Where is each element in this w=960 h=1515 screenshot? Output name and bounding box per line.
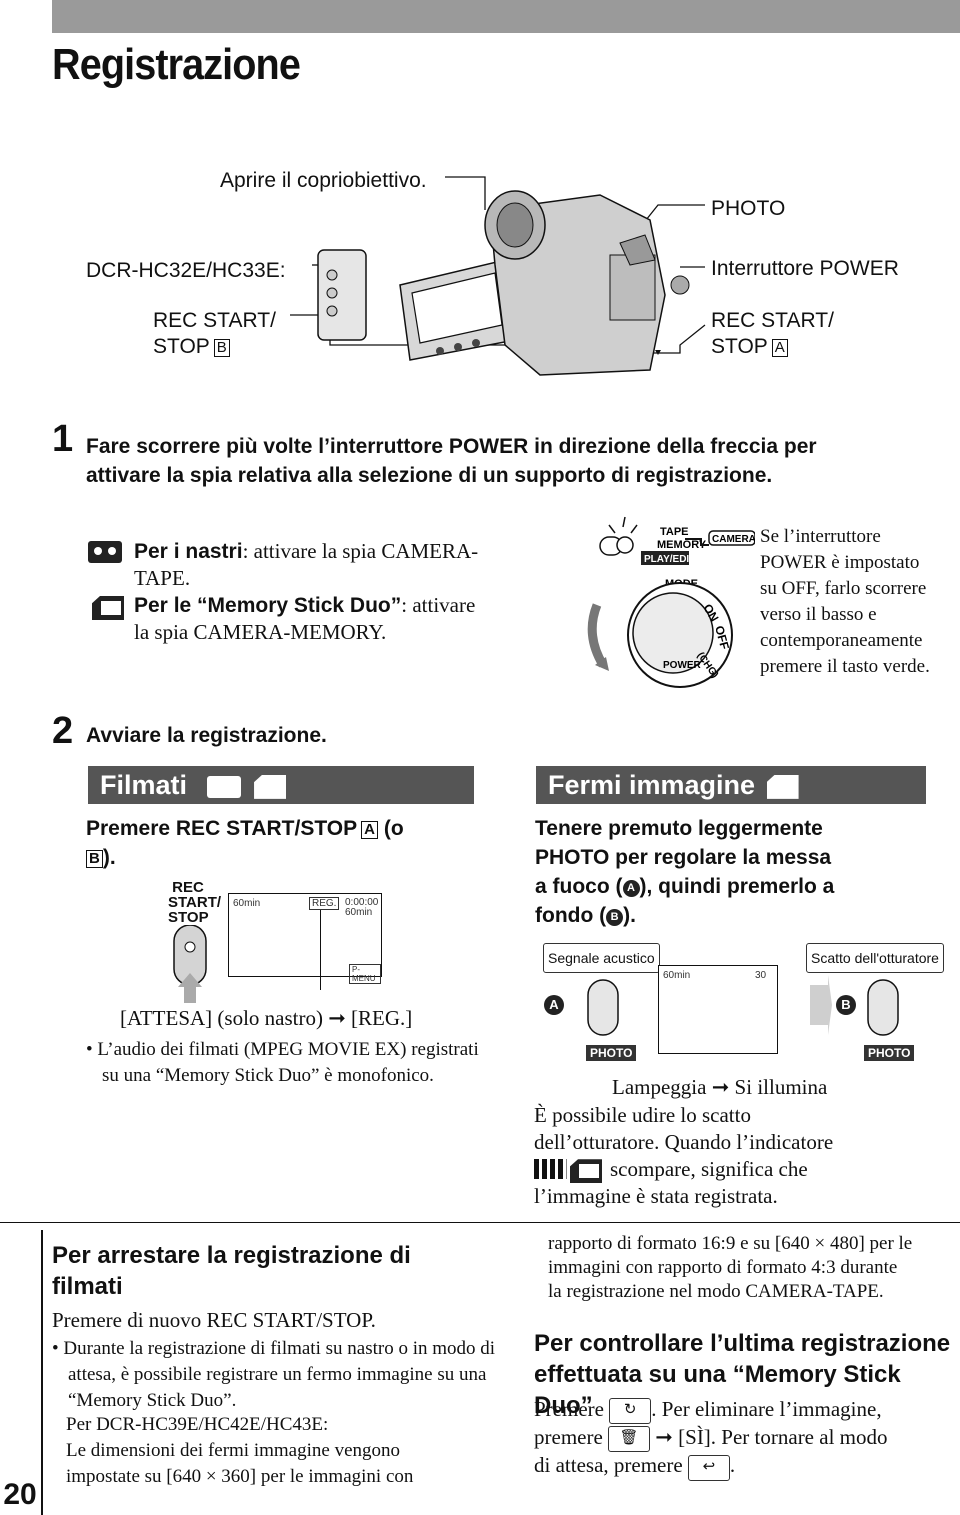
dial-off-label: OFF [712,624,732,651]
right-continuation: rapporto di formato 16:9 e su [640 × 480… [548,1233,913,1302]
power-off-note: Se l’interruttore POWER è impostato su O… [760,526,930,677]
shutter-label: Scatto dell'otturatore [806,943,944,973]
margin-rule [41,1230,43,1515]
photo-button-a: PHOTO [586,1045,637,1061]
review-text: Premere ↻. Per eliminare l’immagine, pre… [534,1396,960,1481]
memory-card-icon [92,596,124,620]
letter-b-marker: B [836,995,856,1015]
step-1-text: Fare scorrere più volte l’interruttore P… [86,435,817,487]
movies-card-icon [254,774,287,799]
delete-button-icon: 🗑 [608,1426,651,1453]
section-divider [0,1222,960,1223]
stills-description: È possibile udire lo scatto dell’otturat… [534,1103,834,1209]
tape-icon [88,541,122,563]
stills-indicator-card-icon [570,1159,602,1184]
beep-label: Segnale acustico [543,943,660,973]
stop-model-note: Per DCR-HC39E/HC42E/HC43E: Le dimensioni… [66,1414,414,1487]
still-lcd-screen: 60min 30 [658,965,778,1054]
movies-bar: Filmati [88,766,474,804]
dial-power-label: POWER [663,660,702,671]
review-heading: Per controllare l’ultima registrazione e… [534,1330,951,1419]
page-title: Registrazione [52,40,301,89]
lcd-pmenu: P-MENU [349,964,381,984]
step-2-text: Avviare la registrazione. [86,724,327,747]
camcorder-illustration [290,176,706,376]
callout-power: Interruttore POWER [711,257,899,280]
movies-bullet: • L’audio dei filmati (MPEG MOVIE EX) re… [86,1039,479,1086]
stills-bar: Fermi immagine [536,766,926,804]
step-1-number: 1 [52,418,74,460]
return-button-icon: ↩ [687,1454,730,1481]
movie-lcd-screen: 60min REG. 0:00:00 60min P-MENU [228,893,382,984]
dial-tape-label: TAPE [660,526,689,538]
lcd-time: 0:00:00 [345,897,379,908]
blink-line: Lampeggia ➞ Si illumina [612,1075,828,1099]
stop-heading: Per arrestare la registrazione di filmat… [52,1242,411,1300]
letter-a-marker: A [544,995,564,1015]
callout-photo: PHOTO [711,197,786,220]
header-bar [52,0,960,33]
stop-bullet: • Durante la registrazione di filmati su… [52,1338,496,1411]
dial-camera-label: CAMERA [712,534,755,545]
lcd-reg: REG. [309,897,340,910]
stills-indicator-icon [534,1159,567,1179]
dial-memory-label: MEMORY [657,539,707,551]
rec-button-illustration [173,925,207,1003]
step-2-number: 2 [52,710,74,752]
photo-button-b: PHOTO [864,1045,915,1061]
callout-model: DCR-HC32E/HC33E: [86,259,286,282]
still-lcd-count: 30 [755,970,767,981]
page-number: 20 [3,1478,37,1511]
lcd-battery: 60min [233,898,261,909]
lcd-leader [320,910,321,990]
lcd-remain: 60min [345,907,373,918]
rec-button-label: REC START/ STOP [168,879,222,926]
power-dial-illustration: TAPE MEMORY PLAY/EDIT CAMERA MODE ON OFF… [587,516,755,688]
still-lcd-battery: 60min [663,970,691,981]
review-button-icon: ↻ [609,1398,652,1425]
stills-card-icon [766,774,799,799]
dial-playedit-label: PLAY/EDIT [644,554,695,565]
photo-button-sequence [587,975,899,1036]
standby-line: [ATTESA] (solo nastro) ➞ [REG.] [120,1006,413,1030]
movies-tape-icon [206,775,241,798]
stop-text: Premere di nuovo REC START/STOP. [52,1308,376,1332]
tape-indicator-text: Per i nastri: attivare la spia CAMERA- T… [134,539,479,644]
stills-instruction: Tenere premuto leggermente PHOTO per reg… [535,817,835,927]
callout-open-cap: Aprire il copriobiettivo. [220,169,427,192]
